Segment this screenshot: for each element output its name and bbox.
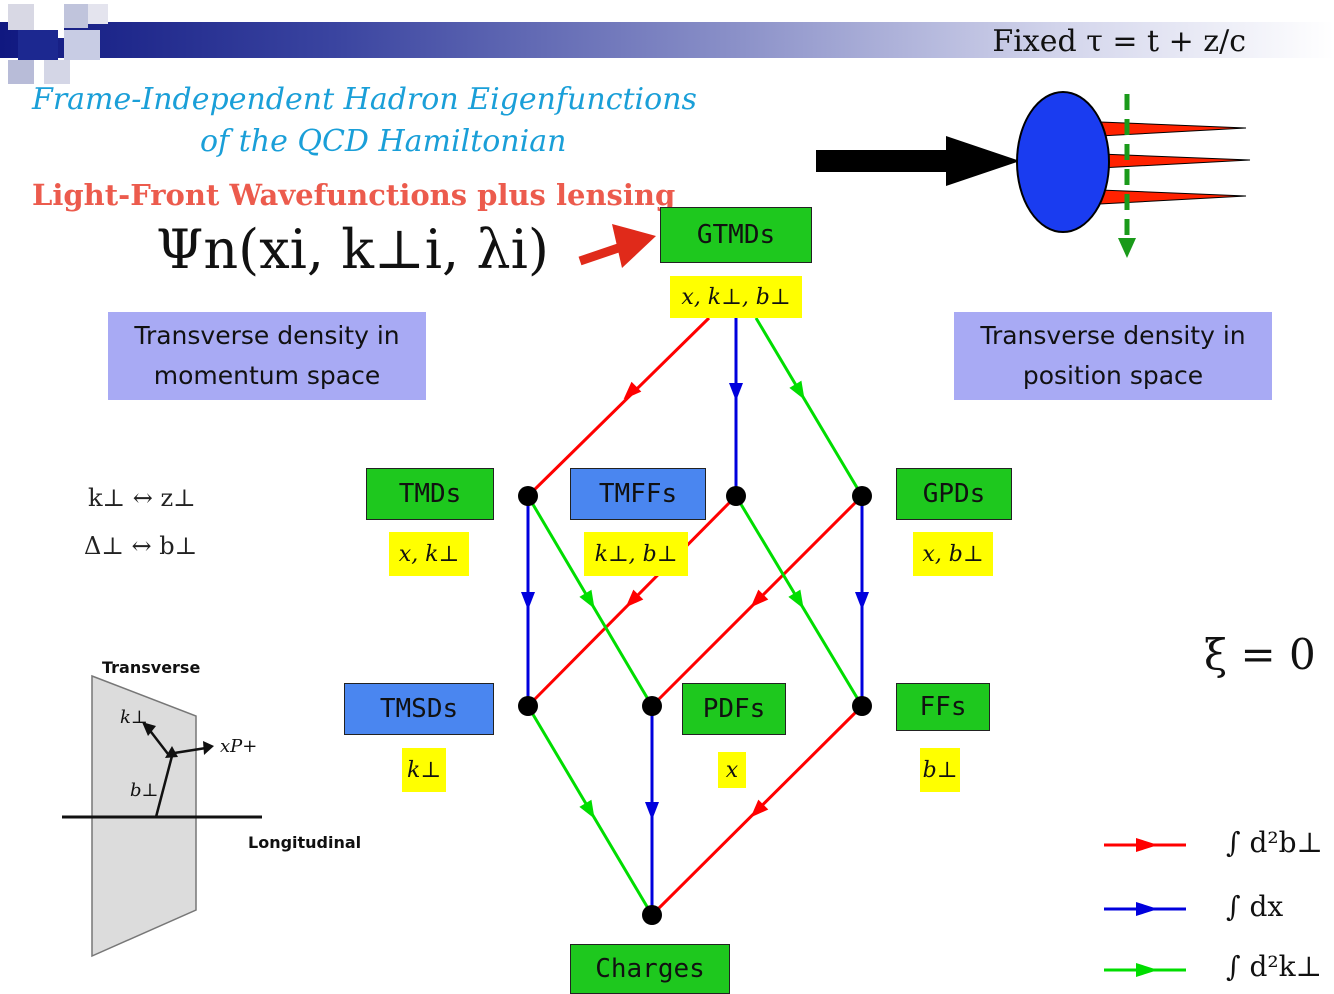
node-gpds <box>852 486 872 506</box>
legend-red-label: ∫ d²b⊥ <box>1226 826 1323 859</box>
gtmds-vars: x, k⊥, b⊥ <box>670 276 802 318</box>
plane-transverse-label: Transverse <box>102 658 201 677</box>
red-arrow-gtmd-tmd <box>526 316 711 498</box>
charges-box: Charges <box>570 944 730 994</box>
node-ffs <box>852 696 872 716</box>
blue-arrowhead-icon <box>855 592 869 610</box>
wavefunction-formula: Ψn(xi, k⊥i, λi) <box>156 218 549 281</box>
node-tmds <box>518 486 538 506</box>
node-charges <box>642 905 662 925</box>
tmffs-box: TMFFs <box>570 468 706 520</box>
red-arrowhead-icon <box>750 799 769 818</box>
plane-longitudinal-label: Longitudinal <box>248 833 362 852</box>
green-arrowhead-icon <box>788 589 804 609</box>
blue-arrowhead-icon <box>729 383 743 401</box>
legend-blue-label: ∫ dx <box>1226 890 1284 923</box>
green-arrowhead-icon <box>579 799 595 819</box>
corner-square <box>88 4 108 24</box>
red-arrowhead-icon <box>625 589 644 608</box>
fixed-time-label: Fixed τ = t + z/c <box>992 24 1246 59</box>
pdfs-box: PDFs <box>682 683 786 735</box>
legend-red-arrowhead-icon <box>1136 838 1158 852</box>
corner-square <box>44 60 70 84</box>
momentum-density-line2: momentum space <box>153 361 381 390</box>
node-tmsds <box>518 696 538 716</box>
corner-square <box>8 60 34 84</box>
green-arrowhead-icon <box>789 380 805 400</box>
green-arrowhead-icon <box>579 589 595 609</box>
red-arrowhead-icon <box>623 381 642 400</box>
title-line-2: of the QCD Hamiltonian <box>200 124 567 159</box>
formula-arrowhead-icon <box>612 224 656 268</box>
title-line-1: Frame-Independent Hadron Eigenfunctions <box>32 82 697 117</box>
legend-green-label: ∫ d²k⊥ <box>1226 950 1322 983</box>
tmsds-box: TMSDs <box>344 683 494 735</box>
green-arrow-gtmd-gpd <box>754 317 864 497</box>
pdfs-vars: x <box>718 752 746 788</box>
xi-zero-label: ξ = 0 <box>1204 630 1316 679</box>
tmsds-vars: k⊥ <box>402 748 446 792</box>
gpds-box: GPDs <box>896 468 1012 520</box>
red-arrowhead-icon <box>750 589 769 608</box>
transverse-plane-figure <box>62 674 262 958</box>
legend-blue-arrowhead-icon <box>1136 902 1158 916</box>
momentum-density-line1: Transverse density in <box>134 321 400 350</box>
gpds-vars: x, b⊥ <box>913 532 993 576</box>
blue-arrowhead-icon <box>645 802 659 820</box>
position-density-line1: Transverse density in <box>980 321 1246 350</box>
hadron-figure <box>816 91 1251 258</box>
corner-square <box>64 4 88 28</box>
tmffs-vars: k⊥, b⊥ <box>584 532 688 576</box>
plane-b-label: b⊥ <box>130 780 159 801</box>
corner-square <box>8 4 34 30</box>
node-pdfs <box>642 696 662 716</box>
plane-k-label: k⊥ <box>120 707 148 728</box>
plane-xp-label: xP+ <box>220 736 258 757</box>
node-tmffs <box>726 486 746 506</box>
tmds-vars: x, k⊥ <box>389 532 469 576</box>
gtmds-box: GTMDs <box>660 207 812 263</box>
ffs-box: FFs <box>896 683 990 731</box>
ffs-vars: b⊥ <box>920 748 960 792</box>
momentum-density-box: Transverse density in momentum space <box>108 312 426 400</box>
legend-green-arrowhead-icon <box>1136 963 1158 977</box>
header-bar <box>0 22 1334 58</box>
position-density-line2: position space <box>1022 361 1204 390</box>
tmds-box: TMDs <box>366 468 494 520</box>
position-density-box: Transverse density in position space <box>954 312 1272 400</box>
duality-k-z: k⊥ ↔ z⊥ <box>88 484 196 512</box>
blue-arrowhead-icon <box>521 592 535 610</box>
duality-delta-b: Δ⊥ ↔ b⊥ <box>84 532 198 560</box>
corner-square <box>64 30 100 60</box>
lfwf-label: Light-Front Wavefunctions plus lensing <box>32 178 676 212</box>
corner-square <box>18 30 58 60</box>
